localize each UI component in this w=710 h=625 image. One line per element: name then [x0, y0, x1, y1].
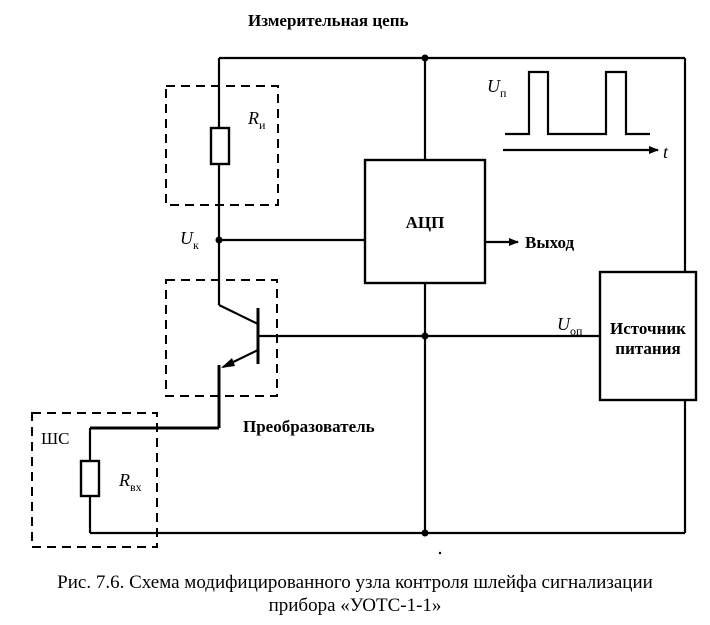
power-supply-label-line2: питания — [615, 339, 680, 358]
resistor-r-meas — [209, 126, 231, 166]
adc-label: АЦП — [406, 213, 445, 232]
wires — [88, 56, 687, 535]
caption-line2: прибора «УОТС-1-1» — [269, 595, 442, 616]
pulse-waveform — [503, 70, 659, 154]
junction-dots — [215, 54, 429, 537]
u-p-label: Uп — [487, 76, 507, 100]
u-op-label: Uоп — [557, 314, 583, 338]
measuring-circuit-boundary — [165, 85, 279, 206]
u-k-label: Uк — [180, 228, 199, 252]
r-in-label: Rвх — [118, 470, 142, 494]
power-supply-block — [598, 270, 698, 402]
converter-boundary — [165, 279, 278, 397]
alarm-loop-label: ШС — [41, 429, 70, 448]
adc-block — [363, 158, 487, 285]
power-supply-label-line1: Источник — [610, 319, 686, 338]
r-meas-label: Rи — [247, 108, 266, 132]
time-axis-label: t — [663, 142, 669, 162]
transistor — [218, 304, 260, 368]
alarm-loop-boundary — [31, 412, 158, 548]
stray-dot — [438, 551, 442, 555]
caption-line1: Рис. 7.6. Схема модифицированного узла к… — [57, 572, 653, 593]
resistor-r-in — [79, 459, 101, 498]
measuring-circuit-label: Измерительная цепь — [248, 11, 408, 30]
output-label: Выход — [525, 233, 574, 252]
converter-label: Преобразователь — [243, 417, 375, 436]
